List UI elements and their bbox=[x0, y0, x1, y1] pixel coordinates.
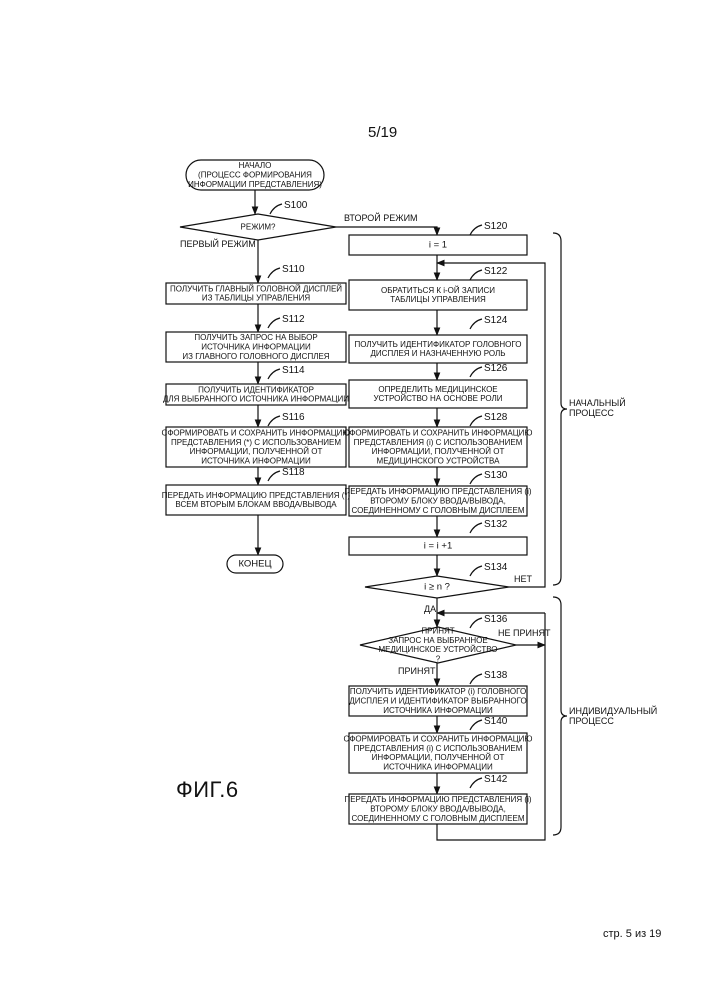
start-text-line: ИНФОРМАЦИИ ПРЕДСТАВЛЕНИЯ) bbox=[188, 180, 322, 189]
s126-text-line: ОПРЕДЕЛИТЬ МЕДИЦИНСКОЕ bbox=[378, 385, 497, 394]
step-id-leader bbox=[470, 474, 482, 484]
s118-text-line: ПЕРЕДАТЬ ИНФОРМАЦИЮ ПРЕДСТАВЛЕНИЯ (*) bbox=[162, 491, 351, 500]
step-id-label: S140 bbox=[484, 716, 508, 727]
s140-text-line: ПРЕДСТАВЛЕНИЯ (i) С ИСПОЛЬЗОВАНИЕМ bbox=[354, 744, 523, 753]
s116-text-line: ИСТОЧНИКА ИНФОРМАЦИИ bbox=[201, 457, 311, 466]
s136-text-line: ПРИНЯТ bbox=[421, 626, 454, 635]
step-id-label: S122 bbox=[484, 266, 508, 277]
s112-text-line: ИСТОЧНИКА ИНФОРМАЦИИ bbox=[201, 343, 311, 352]
s138-text-line: ПОЛУЧИТЬ ИДЕНТИФИКАТОР (i) ГОЛОВНОГО bbox=[350, 687, 526, 696]
s140-text-line: СФОРМИРОВАТЬ И СОХРАНИТЬ ИНФОРМАЦИЮ bbox=[344, 734, 533, 743]
step-id-label: S116 bbox=[282, 412, 305, 423]
step-id-leader bbox=[470, 225, 482, 235]
end-text-line: КОНЕЦ bbox=[238, 559, 271, 570]
s130-text-line: ВТОРОМУ БЛОКУ ВВОДА/ВЫВОДА, bbox=[370, 497, 506, 506]
s120-text-line: i = 1 bbox=[429, 240, 447, 251]
edge-label-not-accepted: НЕ ПРИНЯТ bbox=[498, 628, 551, 638]
step-id-leader bbox=[470, 523, 482, 533]
start-text-line: (ПРОЦЕСС ФОРМИРОВАНИЯ bbox=[198, 171, 312, 180]
step-id-label: S112 bbox=[282, 314, 305, 325]
bracket-brace bbox=[553, 597, 567, 835]
step-id-leader bbox=[470, 270, 482, 280]
s138-text-line: ДИСПЛЕЯ И ИДЕНТИФИКАТОР ВЫБРАННОГО bbox=[349, 697, 526, 706]
step-id-label: S124 bbox=[484, 315, 508, 326]
step-id-label: S138 bbox=[484, 670, 508, 681]
step-id-leader bbox=[470, 618, 482, 628]
s140-text-line: ИСТОЧНИКА ИНФОРМАЦИИ bbox=[383, 763, 493, 772]
s122-text-line: ТАБЛИЦЫ УПРАВЛЕНИЯ bbox=[390, 295, 486, 304]
bracket-label-individual: ИНДИВИДУАЛЬНЫЙ bbox=[569, 705, 657, 716]
step-id-label: S128 bbox=[484, 412, 508, 423]
step-id-leader bbox=[470, 367, 482, 377]
step-id-leader bbox=[470, 319, 482, 329]
s130-text-line: СОЕДИНЕННОМУ С ГОЛОВНЫМ ДИСПЛЕЕМ bbox=[351, 506, 524, 515]
step-id-leader bbox=[470, 778, 482, 788]
step-id-leader bbox=[470, 416, 482, 426]
step-id-label: S100 bbox=[284, 200, 308, 211]
s124-text-line: ДИСПЛЕЯ И НАЗНАЧЕННУЮ РОЛЬ bbox=[371, 349, 506, 358]
s134-text-line: i ≥ n ? bbox=[424, 582, 450, 593]
s118-text-line: ВСЕМ ВТОРЫМ БЛОКАМ ВВОДА/ВЫВОДА bbox=[175, 500, 337, 509]
texts: НАЧАЛО(ПРОЦЕСС ФОРМИРОВАНИЯИНФОРМАЦИИ ПР… bbox=[162, 161, 658, 823]
step-id-label: S142 bbox=[484, 774, 508, 785]
step-id-label: S136 bbox=[484, 614, 508, 625]
step-id-leader bbox=[470, 720, 482, 730]
s128-text-line: СФОРМИРОВАТЬ И СОХРАНИТЬ ИНФОРМАЦИЮ bbox=[344, 428, 533, 437]
s112-text-line: ПОЛУЧИТЬ ЗАПРОС НА ВЫБОР bbox=[194, 333, 317, 342]
step-id-leader bbox=[268, 369, 280, 379]
s130-text-line: ПЕРЕДАТЬ ИНФОРМАЦИЮ ПРЕДСТАВЛЕНИЯ (i) bbox=[344, 487, 531, 496]
s136-text-line: ? bbox=[436, 655, 441, 664]
bracket-label-initial: ПРОЦЕСС bbox=[569, 408, 614, 418]
step-id-leader bbox=[268, 268, 280, 278]
s116-text-line: ПРЕДСТАВЛЕНИЯ (*) С ИСПОЛЬЗОВАНИЕМ bbox=[171, 438, 341, 447]
step-id-label: S132 bbox=[484, 519, 508, 530]
s110-text-line: ИЗ ТАБЛИЦЫ УПРАВЛЕНИЯ bbox=[202, 294, 311, 303]
s142-text-line: ПЕРЕДАТЬ ИНФОРМАЦИЮ ПРЕДСТАВЛЕНИЯ (i) bbox=[344, 795, 531, 804]
s116-text-line: СФОРМИРОВАТЬ И СОХРАНИТЬ ИНФОРМАЦИЮ bbox=[162, 428, 351, 437]
step-id-leader bbox=[268, 416, 280, 426]
step-id-label: S118 bbox=[282, 467, 305, 478]
bracket-label-individual: ПРОЦЕСС bbox=[569, 716, 614, 726]
step-id-label: S120 bbox=[484, 221, 508, 232]
step-id-leader bbox=[268, 318, 280, 328]
s136-text-line: МЕДИЦИНСКОЕ УСТРОЙСТВО bbox=[378, 645, 497, 654]
s114-text-line: ДЛЯ ВЫБРАННОГО ИСТОЧНИКА ИНФОРМАЦИИ bbox=[163, 395, 349, 404]
edge-label-accepted: ПРИНЯТ bbox=[398, 666, 436, 676]
s122-text-line: ОБРАТИТЬСЯ К i-ОЙ ЗАПИСИ bbox=[381, 286, 495, 295]
s138-text-line: ИСТОЧНИКА ИНФОРМАЦИИ bbox=[383, 706, 493, 715]
s112-text-line: ИЗ ГЛАВНОГО ГОЛОВНОГО ДИСПЛЕЯ bbox=[182, 352, 329, 361]
s100-text-line: РЕЖИМ? bbox=[241, 223, 276, 232]
s128-text-line: ИНФОРМАЦИИ, ПОЛУЧЕННОЙ ОТ bbox=[372, 447, 505, 456]
connector-arrow bbox=[336, 227, 437, 235]
s114-text-line: ПОЛУЧИТЬ ИДЕНТИФИКАТОР bbox=[198, 385, 314, 394]
edge-label-no: НЕТ bbox=[514, 574, 533, 584]
s116-text-line: ИНФОРМАЦИИ, ПОЛУЧЕННОЙ ОТ bbox=[190, 447, 323, 456]
step-id-leader bbox=[470, 566, 482, 576]
s132-text-line: i = i +1 bbox=[424, 541, 453, 552]
bracket-brace bbox=[553, 233, 567, 585]
step-id-leader bbox=[470, 674, 482, 684]
s136-text-line: ЗАПРОС НА ВЫБРАННОЕ bbox=[388, 636, 487, 645]
s142-text-line: СОЕДИНЕННОМУ С ГОЛОВНЫМ ДИСПЛЕЕМ bbox=[351, 814, 524, 823]
s124-text-line: ПОЛУЧИТЬ ИДЕНТИФИКАТОР ГОЛОВНОГО bbox=[354, 340, 521, 349]
step-id-leader bbox=[268, 471, 280, 481]
s110-text-line: ПОЛУЧИТЬ ГЛАВНЫЙ ГОЛОВНОЙ ДИСПЛЕЙ bbox=[170, 284, 342, 293]
edge-label-second-mode: ВТОРОЙ РЕЖИМ bbox=[344, 212, 418, 223]
step-id-label: S114 bbox=[282, 365, 305, 376]
s126-text-line: УСТРОЙСТВО НА ОСНОВЕ РОЛИ bbox=[373, 394, 502, 403]
step-id-label: S126 bbox=[484, 363, 508, 374]
s128-text-line: МЕДИЦИНСКОГО УСТРОЙСТВА bbox=[377, 457, 501, 466]
s142-text-line: ВТОРОМУ БЛОКУ ВВОДА/ВЫВОДА, bbox=[370, 805, 506, 814]
bracket-label-initial: НАЧАЛЬНЫЙ bbox=[569, 397, 626, 408]
step-id-label: S134 bbox=[484, 562, 508, 573]
s128-text-line: ПРЕДСТАВЛЕНИЯ (i) С ИСПОЛЬЗОВАНИЕМ bbox=[354, 438, 523, 447]
step-id-leader bbox=[270, 204, 282, 214]
edge-label-yes: ДА bbox=[424, 604, 436, 614]
step-id-label: S110 bbox=[282, 264, 305, 275]
step-id-label: S130 bbox=[484, 470, 508, 481]
start-text-line: НАЧАЛО bbox=[239, 161, 272, 170]
s140-text-line: ИНФОРМАЦИИ, ПОЛУЧЕННОЙ ОТ bbox=[372, 753, 505, 762]
edge-label-first-mode: ПЕРВЫЙ РЕЖИМ bbox=[180, 238, 256, 249]
